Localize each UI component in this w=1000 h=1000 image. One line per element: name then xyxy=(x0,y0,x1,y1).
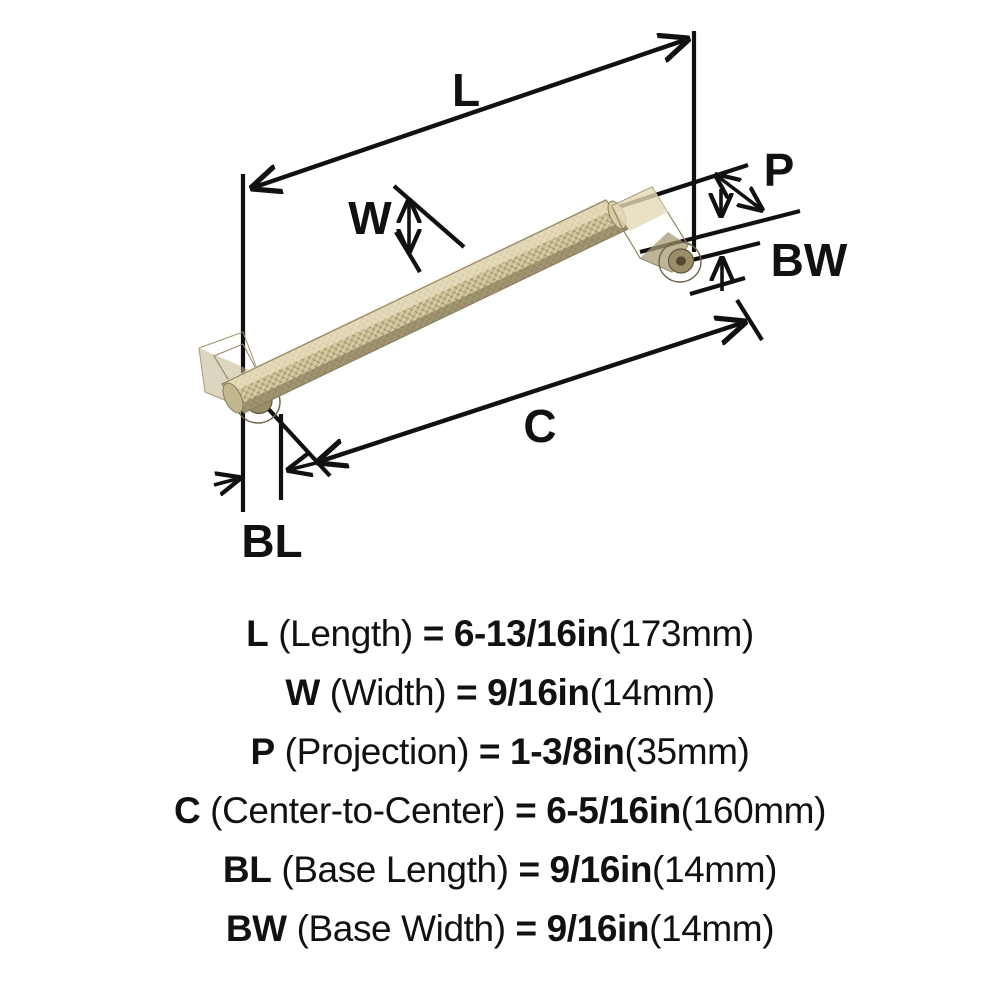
product-illustration xyxy=(198,186,702,424)
bl-arrow-left xyxy=(213,478,240,485)
legend-imperial: 6-13/16in xyxy=(453,613,609,654)
legend-name: (Base Length) xyxy=(271,849,519,890)
bw-ext-line-lower xyxy=(689,275,746,297)
legend-equals: = xyxy=(518,849,550,890)
legend-imperial: 9/16in xyxy=(546,908,650,949)
right-base-foot xyxy=(658,241,702,283)
l-dimension-line xyxy=(252,39,688,188)
legend-row: BW (Base Width) = 9/16in(14mm) xyxy=(0,899,1000,958)
legend-code: C xyxy=(173,790,201,831)
legend-equals: = xyxy=(422,613,454,654)
legend-equals: = xyxy=(456,672,488,713)
legend-code: BL xyxy=(222,849,272,890)
w-ext-line-upper xyxy=(392,184,466,249)
legend-row: P (Projection) = 1-3/8in(35mm) xyxy=(0,722,1000,781)
c-leader-right xyxy=(735,298,764,342)
legend-name: (Width) xyxy=(319,672,457,713)
legend-imperial: 1-3/8in xyxy=(510,731,625,772)
legend-code: BW xyxy=(225,908,287,949)
callout-label-C: C xyxy=(523,400,556,452)
legend-name: (Length) xyxy=(268,613,423,654)
legend-metric: (160mm) xyxy=(680,790,827,831)
legend-imperial: 9/16in xyxy=(549,849,653,890)
c-dimension-line xyxy=(318,322,745,462)
legend-metric: (173mm) xyxy=(608,613,755,654)
legend-equals: = xyxy=(478,731,511,772)
callout-label-BW: BW xyxy=(771,234,848,286)
legend-code: P xyxy=(250,731,276,772)
callout-label-L: L xyxy=(452,64,480,116)
legend-row: W (Width) = 9/16in(14mm) xyxy=(0,663,1000,722)
legend-name: (Center-to-Center) xyxy=(200,790,516,831)
legend-name: (Base Width) xyxy=(286,908,516,949)
legend-row: L (Length) = 6-13/16in(173mm) xyxy=(0,604,1000,663)
legend-imperial: 9/16in xyxy=(487,672,590,713)
legend-name: (Projection) xyxy=(274,731,479,772)
dimension-legend: L (Length) = 6-13/16in(173mm) W (Width) … xyxy=(0,604,1000,1000)
p-dimension-line xyxy=(716,175,762,210)
callout-label-BL: BL xyxy=(241,515,302,567)
legend-equals: = xyxy=(515,790,547,831)
legend-code: W xyxy=(285,672,320,713)
legend-metric: (14mm) xyxy=(589,672,715,713)
legend-metric: (14mm) xyxy=(652,849,778,890)
callout-label-W: W xyxy=(348,192,392,244)
callout-label-P: P xyxy=(764,144,795,196)
bl-arrow-right xyxy=(288,462,321,470)
legend-code: L xyxy=(246,613,269,654)
product-dimension-drawing: 0%" stop-color="#efe7cd"/> 22%" stop-col… xyxy=(198,31,848,567)
legend-metric: (35mm) xyxy=(624,731,750,772)
knurled-bar xyxy=(221,199,629,414)
legend-metric: (14mm) xyxy=(649,908,775,949)
legend-row: BL (Base Length) = 9/16in(14mm) xyxy=(0,840,1000,899)
legend-equals: = xyxy=(515,908,547,949)
legend-imperial: 6-5/16in xyxy=(546,790,681,831)
legend-row: C (Center-to-Center) = 6-5/16in(160mm) xyxy=(0,781,1000,840)
